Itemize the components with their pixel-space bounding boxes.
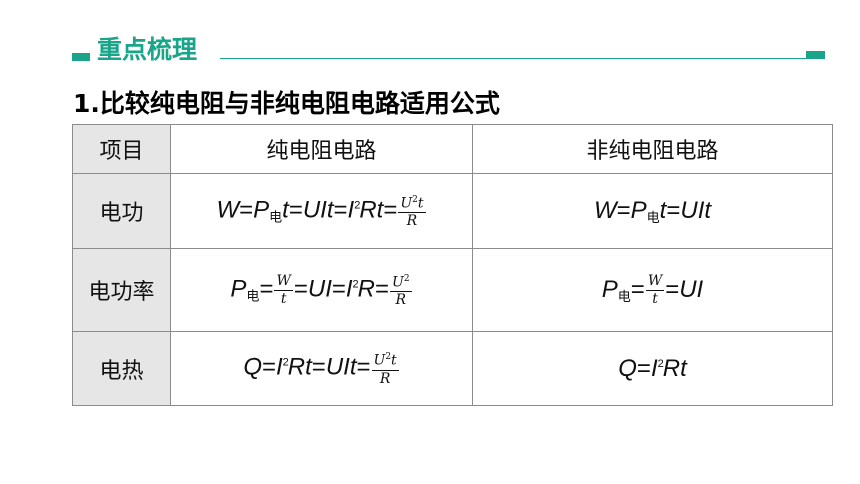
header-cell-nonpure: 非纯电阻电路 [472,124,833,174]
header-divider [220,58,806,59]
table-header-row: 项目 纯电阻电路 非纯电阻电路 [72,124,833,174]
header-cell-pure: 纯电阻电路 [170,124,473,174]
header-cell-item: 项目 [72,124,171,174]
row-label-work: 电功 [72,173,171,249]
formula-heat-nonpure: Q=I2Rt [472,331,833,406]
header-right-square-icon [806,51,825,59]
row-label-power: 电功率 [72,248,171,332]
section-title: 1.比较纯电阻与非纯电阻电路适用公式 [73,89,500,118]
header-left-square-icon [72,53,90,61]
row-label-heat: 电热 [72,331,171,406]
formula-work-nonpure: W=P电t=UIt [472,173,833,249]
header-title: 重点梳理 [97,35,198,64]
